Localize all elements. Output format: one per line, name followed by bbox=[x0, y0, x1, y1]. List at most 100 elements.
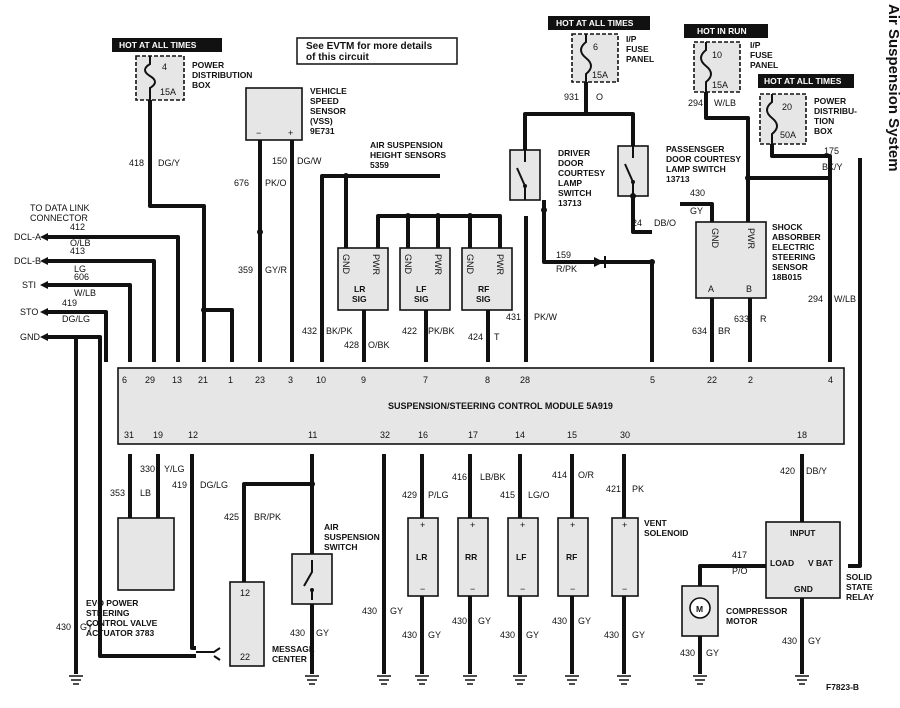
svg-text:A: A bbox=[708, 284, 714, 294]
svg-text:V BAT: V BAT bbox=[808, 558, 834, 568]
svg-text:Y/LG: Y/LG bbox=[164, 464, 185, 474]
hot-tag-pdb: HOT AT ALL TIMES bbox=[112, 38, 222, 52]
svg-text:GND: GND bbox=[403, 254, 413, 275]
svg-text:SIG: SIG bbox=[352, 294, 367, 304]
svg-text:DOOR COURTESY: DOOR COURTESY bbox=[666, 154, 741, 164]
svg-text:−: − bbox=[256, 128, 261, 138]
svg-text:M: M bbox=[696, 604, 703, 614]
svg-text:24: 24 bbox=[632, 218, 642, 228]
svg-text:DISTRIBUTION: DISTRIBUTION bbox=[192, 70, 252, 80]
module-top-pins: 6 29 13 21 1 23 3 10 9 7 8 28 5 22 2 4 bbox=[122, 375, 833, 385]
svg-text:CONNECTOR: CONNECTOR bbox=[30, 213, 88, 223]
svg-text:LF: LF bbox=[516, 552, 526, 562]
svg-text:6: 6 bbox=[593, 42, 598, 52]
svg-text:15: 15 bbox=[567, 430, 577, 440]
svg-text:430: 430 bbox=[500, 630, 515, 640]
fuse-6-box: 6 15A bbox=[571, 33, 619, 83]
ipfuse10-label: I/P FUSE PANEL bbox=[750, 40, 778, 70]
evo-label: EVO POWER STEERING CONTROL VALVE ACTUATO… bbox=[86, 598, 158, 638]
control-module: SUSPENSION/STEERING CONTROL MODULE 5A919 bbox=[117, 367, 845, 445]
svg-text:421: 421 bbox=[606, 484, 621, 494]
svg-text:SOLID: SOLID bbox=[846, 572, 872, 582]
svg-text:+: + bbox=[520, 520, 525, 530]
svg-text:GY: GY bbox=[578, 616, 591, 626]
svg-text:16: 16 bbox=[418, 430, 428, 440]
svg-text:32: 32 bbox=[380, 430, 390, 440]
svg-text:9: 9 bbox=[361, 375, 366, 385]
svg-text:430: 430 bbox=[402, 630, 417, 640]
svg-text:420: 420 bbox=[780, 466, 795, 476]
svg-text:21: 21 bbox=[198, 375, 208, 385]
svg-text:430: 430 bbox=[680, 648, 695, 658]
svg-text:17: 17 bbox=[468, 430, 478, 440]
svg-text:BK/PK: BK/PK bbox=[326, 326, 353, 336]
svg-text:BOX: BOX bbox=[814, 126, 833, 136]
svg-text:330: 330 bbox=[140, 464, 155, 474]
svg-text:419: 419 bbox=[172, 480, 187, 490]
svg-text:+: + bbox=[622, 520, 627, 530]
svg-text:PWR: PWR bbox=[746, 228, 756, 249]
svg-text:AIR: AIR bbox=[324, 522, 339, 532]
svg-text:GY: GY bbox=[690, 206, 703, 216]
driver-door-switch bbox=[509, 149, 541, 201]
svg-text:SUSPENSION: SUSPENSION bbox=[324, 532, 380, 542]
svg-text:13713: 13713 bbox=[666, 174, 690, 184]
svg-text:HOT AT ALL TIMES: HOT AT ALL TIMES bbox=[556, 18, 634, 28]
svg-text:GY: GY bbox=[428, 630, 441, 640]
svg-text:430: 430 bbox=[782, 636, 797, 646]
pdb-label: POWER DISTRIBUTION BOX bbox=[192, 60, 252, 90]
diagram-title: Air Suspension System bbox=[885, 4, 900, 172]
svg-text:PWR: PWR bbox=[371, 254, 381, 275]
svg-text:SIG: SIG bbox=[476, 294, 491, 304]
svg-text:150: 150 bbox=[272, 156, 287, 166]
svg-text:POWER: POWER bbox=[814, 96, 846, 106]
vent-label: VENT SOLENOID bbox=[644, 518, 688, 538]
svg-text:ABSORBER: ABSORBER bbox=[772, 232, 821, 242]
svg-text:MOTOR: MOTOR bbox=[726, 616, 757, 626]
svg-text:DISTRIBU-: DISTRIBU- bbox=[814, 106, 857, 116]
svg-text:PK: PK bbox=[632, 484, 644, 494]
svg-text:634: 634 bbox=[692, 326, 707, 336]
air-suspension-switch bbox=[291, 553, 333, 605]
svg-text:175: 175 bbox=[824, 146, 839, 156]
svg-text:422: 422 bbox=[402, 326, 417, 336]
svg-text:GY: GY bbox=[526, 630, 539, 640]
svg-text:LAMP SWITCH: LAMP SWITCH bbox=[666, 164, 726, 174]
svg-text:SIG: SIG bbox=[414, 294, 429, 304]
svg-text:294: 294 bbox=[688, 98, 703, 108]
svg-text:BR/PK: BR/PK bbox=[254, 512, 281, 522]
svg-text:430: 430 bbox=[452, 616, 467, 626]
svg-text:418: 418 bbox=[129, 158, 144, 168]
svg-text:W/LB: W/LB bbox=[74, 288, 96, 298]
svg-text:MESSAGE: MESSAGE bbox=[272, 644, 315, 654]
svg-text:+: + bbox=[470, 520, 475, 530]
svg-text:O/BK: O/BK bbox=[368, 340, 390, 350]
svg-text:4: 4 bbox=[162, 62, 167, 72]
svg-text:RELAY: RELAY bbox=[846, 592, 874, 602]
svg-text:DCL-A: DCL-A bbox=[14, 232, 41, 242]
svg-text:+: + bbox=[420, 520, 425, 530]
svg-text:VENT: VENT bbox=[644, 518, 667, 528]
svg-text:VEHICLE: VEHICLE bbox=[310, 86, 347, 96]
svg-text:RF: RF bbox=[478, 284, 489, 294]
svg-text:676: 676 bbox=[234, 178, 249, 188]
svg-text:23: 23 bbox=[255, 375, 265, 385]
compressor-label: COMPRESSOR MOTOR bbox=[726, 606, 787, 626]
svg-text:RF: RF bbox=[566, 552, 577, 562]
svg-text:+: + bbox=[288, 128, 293, 138]
svg-text:GND: GND bbox=[20, 332, 41, 342]
svg-text:PWR: PWR bbox=[433, 254, 443, 275]
svg-text:COMPRESSOR: COMPRESSOR bbox=[726, 606, 787, 616]
svg-text:15A: 15A bbox=[160, 87, 176, 97]
svg-text:DRIVER: DRIVER bbox=[558, 148, 590, 158]
svg-text:GY: GY bbox=[390, 606, 403, 616]
svg-text:EVO POWER: EVO POWER bbox=[86, 598, 138, 608]
svg-text:HOT IN RUN: HOT IN RUN bbox=[697, 26, 747, 36]
message-center-label: MESSAGE CENTER bbox=[272, 644, 315, 664]
svg-text:19: 19 bbox=[153, 430, 163, 440]
svg-text:22: 22 bbox=[707, 375, 717, 385]
svg-text:STEERING: STEERING bbox=[772, 252, 816, 262]
svg-text:GY: GY bbox=[632, 630, 645, 640]
svg-text:R: R bbox=[760, 314, 767, 324]
